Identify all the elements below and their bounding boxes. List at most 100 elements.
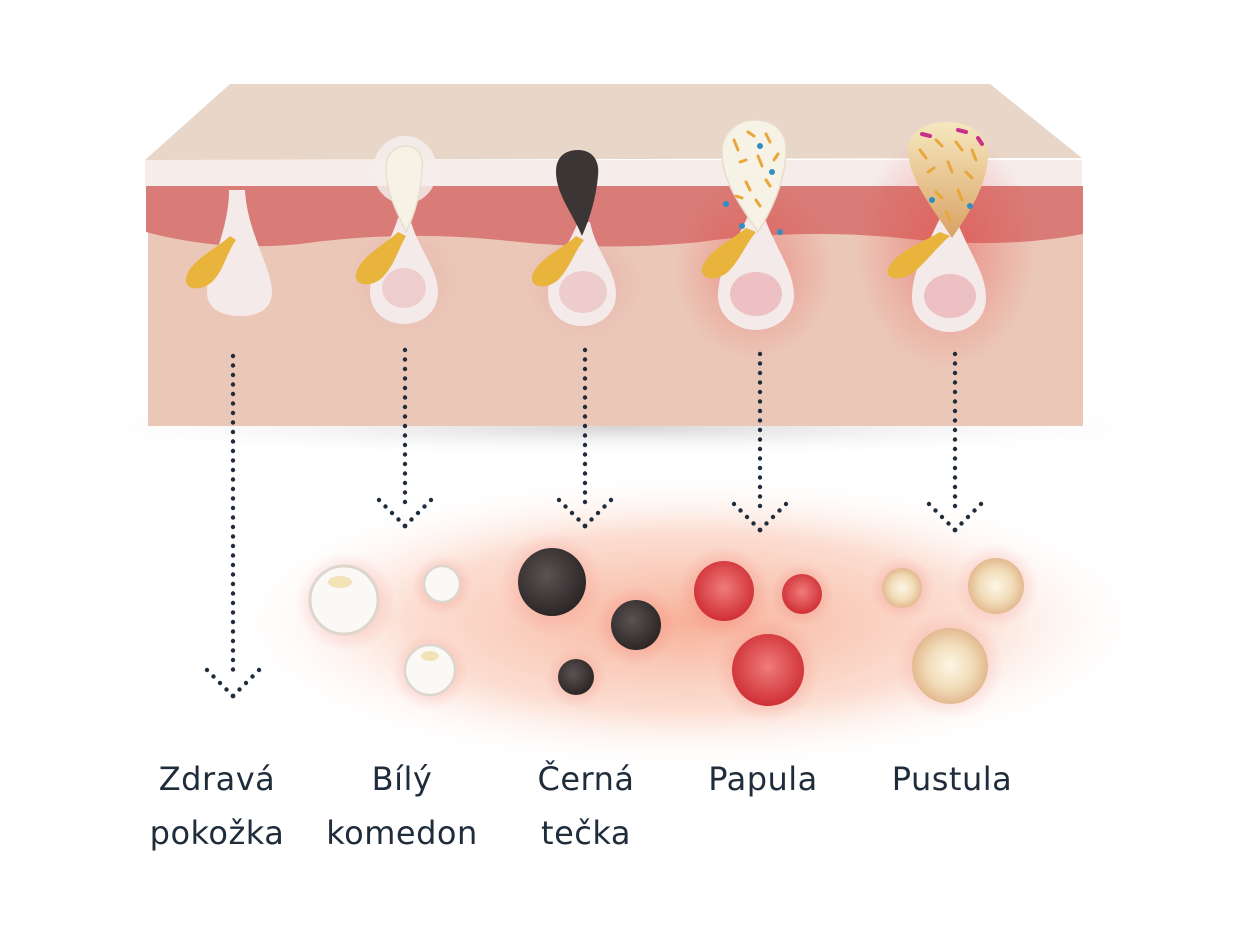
- arrow-head-dot: [946, 521, 951, 526]
- sebum-plug-black: [556, 150, 599, 236]
- arrow-dot: [402, 461, 408, 467]
- arrow-head-dot: [563, 504, 568, 509]
- lesion: [308, 564, 380, 636]
- arrow-dot: [402, 471, 408, 476]
- arrow-dot: [402, 433, 408, 438]
- arrow-dot: [582, 471, 588, 476]
- arrow-head-dot: [237, 687, 242, 692]
- arrow-dot: [230, 619, 236, 625]
- skin-top-surface: [145, 84, 1082, 160]
- arrow-dot: [230, 372, 236, 378]
- lesion: [403, 643, 457, 697]
- lesions-pustule: [870, 544, 1038, 720]
- arrow-head-dot: [972, 508, 977, 513]
- label-line: komedon: [326, 814, 478, 852]
- follicles: [185, 119, 1036, 370]
- arrow-dot: [952, 351, 958, 357]
- arrow-dot: [952, 503, 958, 509]
- arrow-dot: [230, 581, 236, 587]
- arrow-tip-dot: [582, 523, 588, 529]
- arrow-dot: [230, 515, 236, 520]
- arrow-dot: [230, 591, 236, 596]
- arrow-tip-dot: [230, 693, 236, 699]
- arrow-dot: [230, 505, 236, 511]
- arrow-dot: [952, 427, 958, 433]
- arrow-dot: [952, 456, 958, 461]
- arrow-dot: [230, 382, 236, 387]
- arrow-head-dot: [250, 674, 255, 679]
- arrow-head-dot: [396, 517, 401, 522]
- lesion-highlight: [421, 651, 439, 661]
- arrow-head-dot: [939, 514, 945, 520]
- lesion: [882, 568, 922, 608]
- lesion: [611, 600, 661, 650]
- lesions-papule: [678, 546, 834, 722]
- arrow-dot: [757, 494, 763, 499]
- arrow-dot: [757, 399, 763, 404]
- arrow-dot: [582, 376, 588, 381]
- arrow-dot: [230, 562, 236, 568]
- label-line: Zdravá: [158, 760, 276, 798]
- arrow-dot: [230, 486, 236, 492]
- label-line: pokožka: [149, 814, 285, 852]
- arrow-dot: [230, 648, 236, 653]
- arrow-head-dot: [217, 680, 223, 686]
- sebaceous-gland: [531, 236, 584, 287]
- arrow-dot: [402, 376, 408, 381]
- arrow-dot: [230, 638, 236, 644]
- arrow-head-dot: [204, 667, 210, 673]
- arrow-dot: [952, 418, 958, 423]
- arrow-dot: [230, 363, 236, 368]
- follicle-whitehead: [349, 136, 459, 335]
- follicle-core: [924, 274, 976, 318]
- arrow-dot: [582, 423, 588, 429]
- follicle-core: [559, 271, 607, 313]
- stage-label-whitehead: Bílý komedon: [292, 752, 512, 860]
- arrow-tip-dot: [757, 527, 763, 533]
- arrow-head-dot: [428, 497, 434, 503]
- stage-arrows: [204, 347, 984, 699]
- arrow-dot: [582, 357, 588, 362]
- follicle-blackhead: [526, 150, 642, 340]
- arrow-dot: [230, 553, 236, 558]
- sebum-plug-white: [385, 145, 424, 234]
- arrow-dot: [230, 657, 236, 663]
- arrow-dot: [952, 399, 958, 404]
- arrow-head-dot: [738, 508, 743, 513]
- lesion: [732, 634, 804, 706]
- sebaceous-gland: [355, 232, 406, 285]
- follicle-healthy: [185, 190, 272, 316]
- arrow-dot: [230, 429, 236, 435]
- arrow-dot: [582, 461, 588, 467]
- arrow-dot: [582, 404, 588, 410]
- arrow-dot: [230, 610, 236, 615]
- lesion: [912, 628, 988, 704]
- follicle-papule: [674, 119, 834, 360]
- arrow-dot: [402, 385, 408, 391]
- arrow-dot: [757, 370, 763, 376]
- arrow-dot: [952, 437, 958, 442]
- arrow-head-dot: [926, 501, 932, 507]
- arrow-head-dot: [569, 510, 575, 516]
- arrow-dot: [230, 572, 236, 577]
- arrow-head-dot: [770, 514, 776, 520]
- arrow-dot: [230, 467, 236, 473]
- stage-label-pustule: Pustula: [842, 752, 1062, 806]
- stage-label-papule: Papula: [653, 752, 873, 806]
- arrow-blackhead: [556, 347, 614, 529]
- arrow-head-dot: [409, 517, 414, 522]
- lesion: [782, 574, 822, 614]
- arrow-head-dot: [783, 501, 789, 507]
- arrow-dot: [230, 353, 236, 359]
- arrow-head-dot: [376, 497, 382, 503]
- pus-filled-plug: [908, 122, 989, 238]
- bacteria-magenta: [920, 128, 984, 146]
- sebaceous-gland: [887, 232, 950, 279]
- arrow-tip-dot: [952, 527, 958, 533]
- arrow-dot: [402, 347, 408, 353]
- arrow-head-dot: [751, 521, 756, 526]
- arrow-dot: [402, 452, 408, 457]
- arrow-head-dot: [415, 510, 421, 516]
- arrow-dot: [230, 543, 236, 549]
- arrow-dot: [952, 380, 958, 385]
